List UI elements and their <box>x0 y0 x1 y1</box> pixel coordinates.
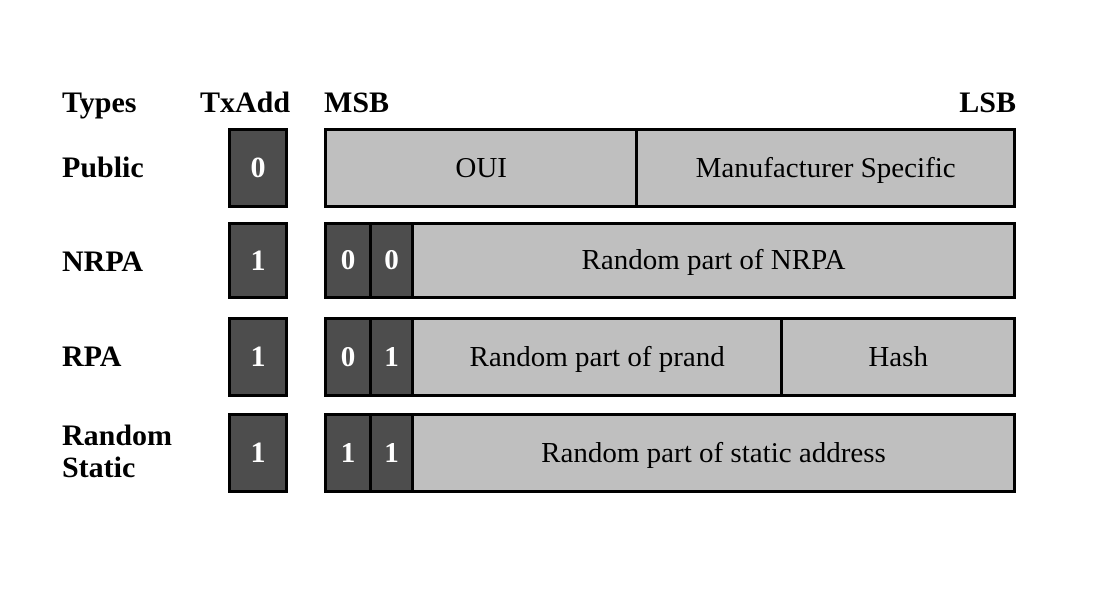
address-field-cell: Hash <box>780 320 1013 394</box>
header-txadd-label: TxAdd <box>200 86 291 119</box>
header-msb-label: MSB <box>324 86 390 119</box>
address-field-cell: Random part of prand <box>411 320 781 394</box>
txadd-bit-box: 1 <box>228 222 288 299</box>
address-bit-cell: 0 <box>369 225 411 296</box>
address-bit-cell: 1 <box>327 416 369 490</box>
row-type-label: Random Static <box>62 419 173 484</box>
header-lsb-label: LSB <box>959 86 1016 119</box>
address-bit-cell: 0 <box>327 320 369 394</box>
row-type-label: NRPA <box>62 245 144 278</box>
txadd-bit-box: 1 <box>228 317 288 397</box>
address-field-cell: Random part of NRPA <box>411 225 1013 296</box>
txadd-bit-box: 1 <box>228 413 288 493</box>
address-field-cell: Random part of static address <box>411 416 1013 490</box>
address-field-cell: OUI <box>327 131 636 205</box>
txadd-bit-box: 0 <box>228 128 288 208</box>
header-types-label: Types <box>62 86 137 119</box>
address-bit-cell: 1 <box>369 320 411 394</box>
address-bit-cell: 0 <box>327 225 369 296</box>
address-bit-cell: 1 <box>369 416 411 490</box>
row-type-label: RPA <box>62 340 122 373</box>
address-field-cell: Manufacturer Specific <box>635 131 1013 205</box>
row-type-label: Public <box>62 151 144 184</box>
